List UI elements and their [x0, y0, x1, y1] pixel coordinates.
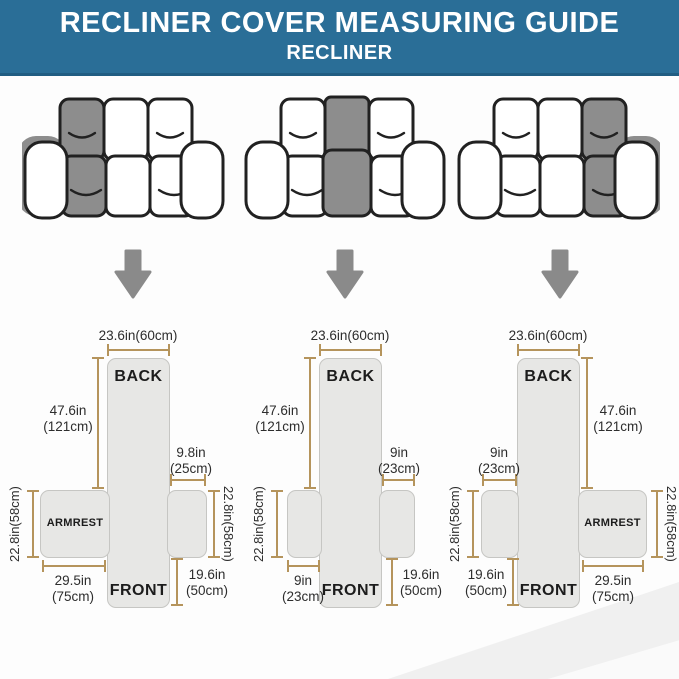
dim-line-back-height [581, 357, 593, 489]
dim-bottom-right: 29.5in (75cm) [591, 573, 634, 604]
back-label: BACK [326, 368, 375, 385]
dim-line-top-width [517, 344, 580, 356]
armrest-label: ARMREST [46, 517, 104, 529]
dim-left-outer: 22.8in(58cm) [447, 486, 462, 562]
dim-top-width: 23.6in(60cm) [508, 328, 588, 343]
dim-line-back-height [92, 357, 104, 489]
dim-seat-side: 9in (23cm) [377, 445, 420, 476]
diagram2-right-wing [379, 490, 415, 558]
sofa-middle-seat-highlighted-icon [244, 95, 446, 220]
dim-left-outer: 22.8in(58cm) [251, 486, 266, 562]
diagram2-left-wing [287, 490, 322, 558]
diagram1-cover-strip: BACK FRONT [107, 358, 170, 608]
dim-line-bottom-right [582, 560, 644, 572]
sofa-left-seat-highlighted-icon [22, 97, 225, 220]
front-label: FRONT [519, 582, 578, 599]
down-arrow-icon [541, 249, 579, 299]
front-label: FRONT [109, 582, 168, 599]
dim-line-back-height [304, 357, 316, 489]
back-label: BACK [524, 368, 573, 385]
diagram1-seat-wing [167, 490, 207, 558]
dim-back-height: 47.6in (121cm) [43, 403, 93, 434]
dim-left-outer: 22.8in(58cm) [7, 486, 22, 562]
corner-watermark-triangle-inner [548, 640, 679, 679]
dim-line-top-width [319, 344, 382, 356]
armrest-label: ARMREST [584, 517, 641, 529]
dim-line-bottom-left [507, 558, 519, 606]
dim-back-height: 47.6in (121cm) [593, 403, 643, 434]
dim-top-width: 23.6in(60cm) [310, 328, 390, 343]
diagram2-cover-strip: BACK FRONT [319, 358, 382, 608]
dim-line-seat-side [482, 474, 517, 486]
dim-right-outer: 22.8in(58cm) [664, 486, 679, 562]
dim-line-bottom-left [42, 560, 106, 572]
down-arrow-icon [114, 249, 152, 299]
page-title: RECLINER COVER MEASURING GUIDE [59, 7, 620, 40]
dim-line-seat-side [170, 474, 206, 486]
header: RECLINER COVER MEASURING GUIDE RECLINER [0, 0, 679, 76]
sofa-right-seat-highlighted-icon [457, 97, 660, 220]
back-label: BACK [114, 368, 163, 385]
dim-bottom-left: 19.6in (50cm) [464, 567, 507, 598]
diagram3-cover-strip: BACK FRONT [517, 358, 580, 608]
dim-bottom-right: 19.6in (50cm) [185, 567, 228, 598]
dim-seat-side: 9.8in (25cm) [169, 445, 212, 476]
dim-line-left-outer [27, 490, 39, 558]
dim-line-right-outer [651, 490, 663, 558]
dim-back-height: 47.6in (121cm) [255, 403, 305, 434]
dim-line-seat-side [382, 474, 415, 486]
dim-line-bottom-right [386, 558, 398, 606]
dim-line-left-outer [271, 490, 283, 558]
diagram3-seat-wing [481, 490, 519, 558]
dim-bottom-left: 9in (23cm) [281, 573, 324, 604]
dim-right-outer: 22.8in(58cm) [221, 486, 236, 562]
dim-line-right-outer [208, 490, 220, 558]
dim-line-bottom-right [171, 558, 183, 606]
dim-line-left-outer [467, 490, 479, 558]
dim-bottom-left: 29.5in (75cm) [51, 573, 94, 604]
front-label: FRONT [321, 582, 380, 599]
down-arrow-icon [326, 249, 364, 299]
dim-seat-side: 9in (23cm) [477, 445, 520, 476]
diagram3-armrest-wing: ARMREST [578, 490, 647, 558]
dim-bottom-right: 19.6in (50cm) [399, 567, 442, 598]
page-subtitle: RECLINER [286, 41, 393, 64]
dim-top-width: 23.6in(60cm) [98, 328, 178, 343]
diagram1-armrest-wing: ARMREST [40, 490, 110, 558]
dim-line-bottom-left [287, 560, 320, 572]
dim-line-top-width [107, 344, 170, 356]
